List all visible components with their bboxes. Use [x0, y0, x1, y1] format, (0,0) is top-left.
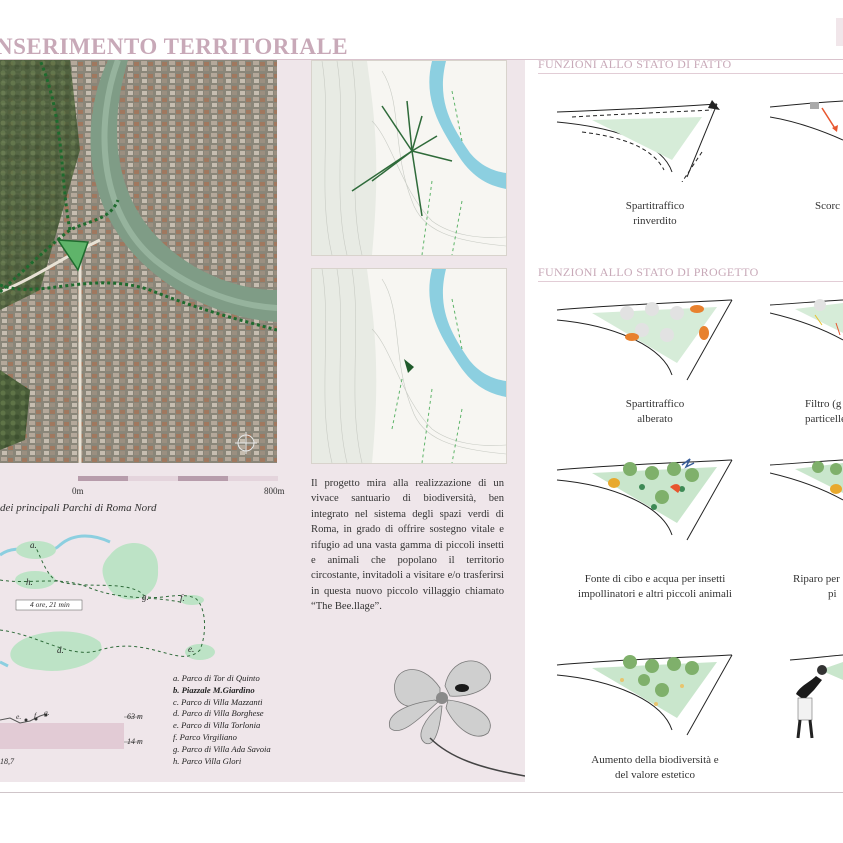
- section-project-heading: FUNZIONI ALLO STATO DI PROGETTO: [538, 265, 759, 279]
- parks-map-caption: dei principali Parchi di Roma Nord: [0, 502, 157, 514]
- diagram-biodiversity: [556, 654, 733, 736]
- caption-current-2: Scorc: [815, 200, 841, 212]
- project-description: Il progetto mira alla realizzazione di u…: [311, 478, 504, 613]
- park-letter-h: h.: [26, 577, 33, 587]
- caption-project-2: Filtro (g particelle: [805, 398, 843, 425]
- legend-item: d. Parco di Villa Borghese: [173, 708, 264, 719]
- parks-legend: a. Parco di Tor di Quinto b. Piazzale M.…: [173, 673, 271, 767]
- legend-item: a. Parco di Tor di Quinto: [173, 673, 260, 683]
- section-project-rule: [538, 281, 843, 282]
- section-current-rule: [538, 73, 843, 74]
- profile-letter-e: e.: [16, 712, 22, 721]
- park-letter-f: f.: [180, 593, 185, 603]
- profile-letter-g: g.: [44, 708, 50, 717]
- legend-item: h. Parco Villa Glori: [173, 755, 242, 766]
- bottom-rule: [0, 792, 843, 793]
- diagram-shelter: [770, 459, 843, 501]
- distance-label: 18,7: [0, 757, 14, 766]
- park-letter-a: a.: [30, 540, 37, 550]
- title-rule: [0, 59, 843, 60]
- topo-map-current: [311, 60, 507, 256]
- legend-item: e. Parco di Villa Torlonia: [173, 720, 261, 731]
- profile-letter-f: f.: [34, 711, 38, 720]
- page-title: NSERIMENTO TERRITORIALE: [0, 34, 349, 59]
- aerial-map-drawing: [0, 60, 277, 463]
- park-letter-d: d.: [57, 645, 64, 655]
- diagram-person-observer: [789, 654, 843, 739]
- topo-map-project-drawing: [312, 269, 506, 463]
- diagram-shortcut: [770, 100, 843, 141]
- topo-map-current-drawing: [312, 61, 506, 255]
- elevation-bottom-label: 14 m: [127, 737, 143, 746]
- scale-end-label: 800m: [264, 486, 285, 496]
- diagram-filter: [770, 299, 843, 341]
- scale-bar: [78, 476, 278, 481]
- legend-item: b. Piazzale M.Giardino: [173, 684, 255, 695]
- caption-project-5: Aumento della biodiversità e del valore …: [591, 754, 719, 781]
- parks-network-map: [0, 534, 215, 749]
- park-letter-g: g.: [142, 592, 149, 602]
- legend-item: c. Parco di Villa Mazzanti: [173, 696, 263, 707]
- elevation-top-label: 63 m: [127, 712, 143, 721]
- park-letter-e: e.: [188, 644, 195, 654]
- section-current-heading: FUNZIONI ALLO STATO DI FATTO: [538, 57, 732, 71]
- caption-current-1: Spartitraffico rinverdito: [625, 200, 685, 227]
- aerial-map: [0, 60, 277, 463]
- corner-marker: [836, 18, 843, 46]
- flower-bee-illustration: [389, 660, 525, 777]
- caption-project-4: Riparo per pi: [793, 573, 840, 600]
- legend-item: g. Parco di Villa Ada Savoia: [173, 743, 271, 754]
- legend-item: f. Parco Virgiliano: [173, 731, 237, 742]
- diagram-traffic-island-green: [556, 100, 720, 182]
- topo-map-project: [311, 268, 507, 464]
- scale-start-label: 0m: [72, 486, 84, 496]
- caption-project-1: Spartitraffico alberato: [625, 398, 685, 425]
- route-label: 4 ore, 21 min: [30, 600, 70, 609]
- caption-project-3: Fonte di cibo e acqua per insetti impoll…: [578, 573, 732, 600]
- diagram-food-source: [556, 458, 733, 541]
- diagram-traffic-island-trees: [556, 299, 733, 381]
